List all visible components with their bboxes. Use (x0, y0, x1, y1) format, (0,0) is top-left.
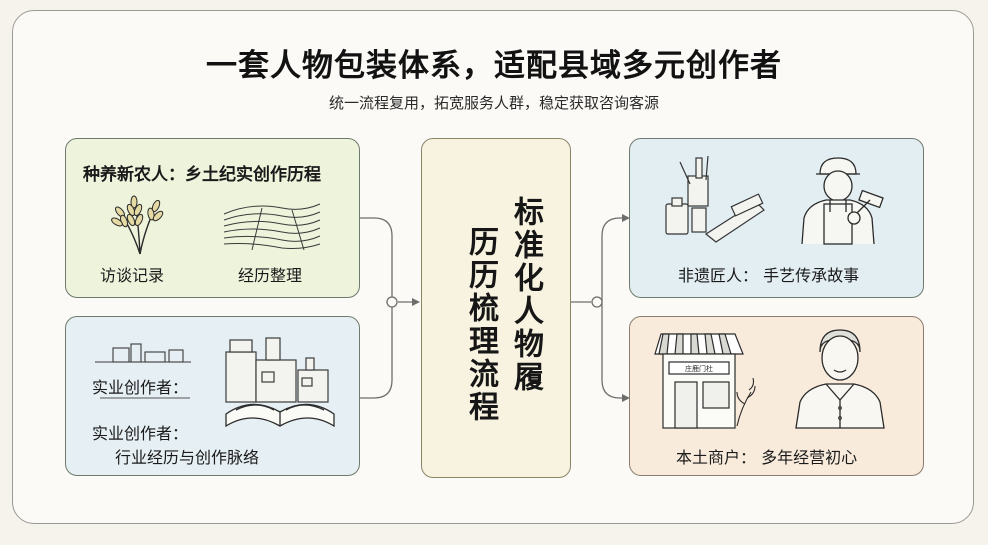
junction-left (386, 296, 398, 308)
center-title-left-column: 历历梳理流程 (463, 226, 498, 424)
storefront-icon: 庄鹿门杜 (654, 333, 756, 429)
wheat-icon (111, 195, 164, 255)
center-title-right-column: 标准化人物履 (508, 196, 543, 394)
card-heritage-artisans (629, 138, 924, 298)
craft-tools-icon (665, 155, 765, 243)
page-title: 一套人物包装体系，适配县域多元创作者 (206, 48, 782, 84)
junction-right (591, 296, 603, 308)
factory-book-icon (225, 337, 335, 428)
craftsman-icon (801, 157, 884, 245)
card-new-farmers-title: 种养新农人：乡土纪实创作历程 (83, 165, 321, 185)
industry-creator-label-1: 实业创作者： (92, 378, 189, 397)
page-subtitle: 统一流程复用，拓宽服务人群，稳定获取咨询客源 (328, 94, 659, 112)
industry-creator-label-3: 行业经历与创作脉络 (115, 448, 260, 467)
shop-sign-text: 庄鹿门杜 (685, 364, 713, 373)
caption-interview-records: 访谈记录 (100, 266, 165, 285)
farmland-icon (223, 203, 321, 251)
divider-line (100, 397, 190, 399)
card-standard-process (421, 138, 571, 478)
shopkeeper-icon (795, 329, 885, 429)
card-local-merchants-title: 本土商户： 多年经营初心 (676, 448, 858, 467)
card-heritage-artisans-title: 非遗匠人： 手艺传承故事 (678, 266, 860, 285)
caption-experience-arrangement: 经历整理 (238, 266, 303, 285)
factory-outline-icon (95, 343, 191, 363)
industry-creator-label-2: 实业创作者： (92, 424, 189, 443)
